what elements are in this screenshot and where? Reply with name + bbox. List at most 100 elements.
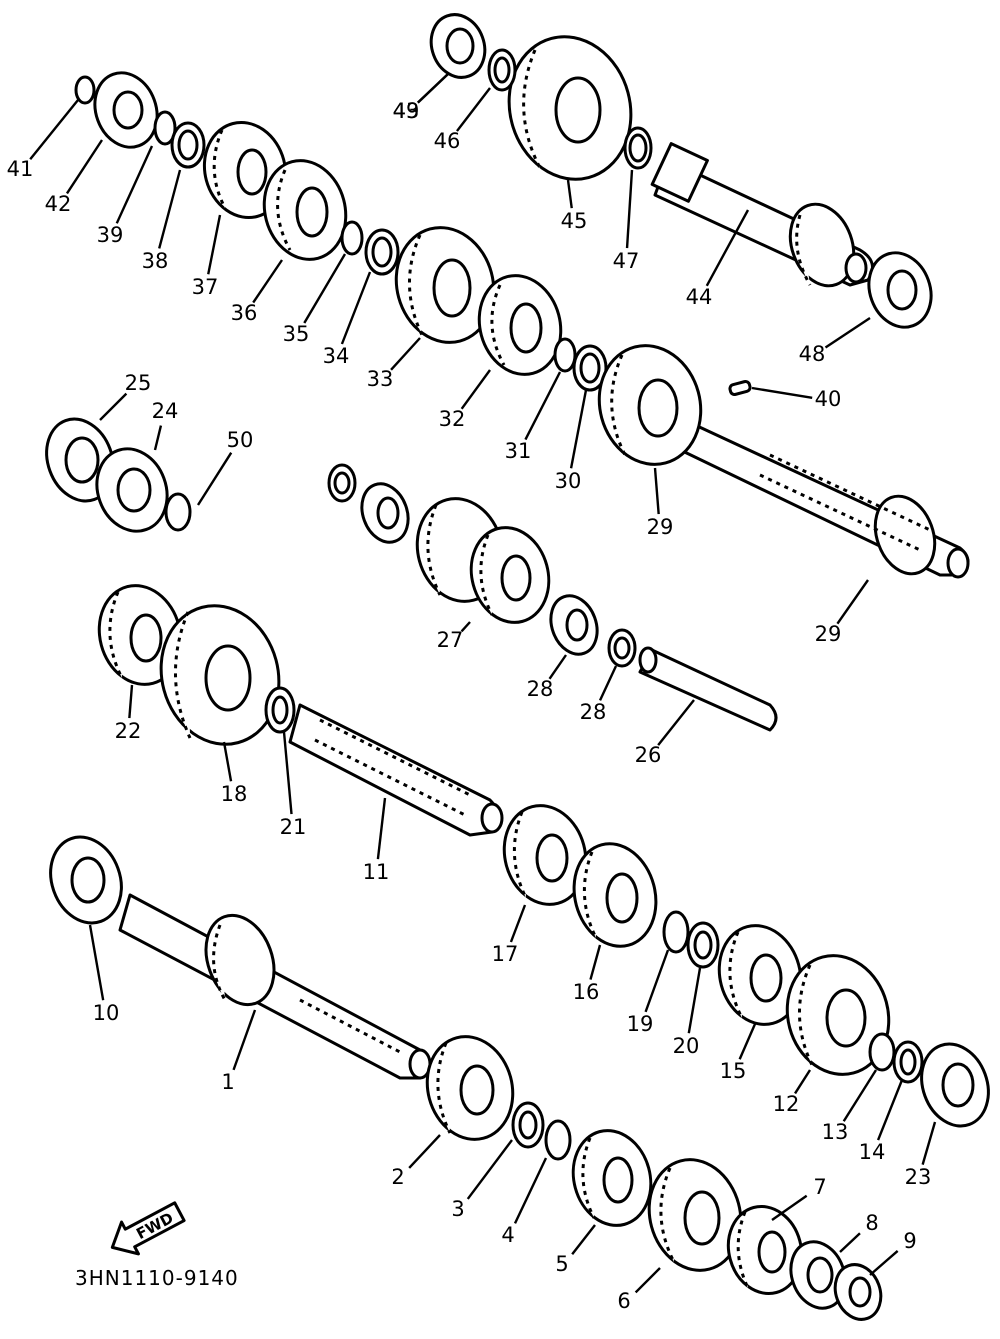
callout-28: 28: [527, 677, 554, 701]
part-gear-34: [477, 274, 563, 376]
part-bearing-50: [429, 13, 487, 79]
part-washer-47: [487, 48, 517, 92]
callout-45: 45: [561, 209, 588, 233]
callout-2: 2: [391, 1165, 404, 1189]
callout-29: 29: [647, 515, 674, 539]
callout-32: 32: [439, 407, 466, 431]
leader-line-50: [196, 452, 233, 506]
leader-line-27: [460, 621, 471, 633]
callout-10: 10: [93, 1001, 120, 1025]
callout-27: 27: [437, 628, 464, 652]
part-washer-20: [686, 921, 720, 969]
callout-1: 1: [221, 1070, 234, 1094]
callout-6: 6: [617, 1289, 630, 1313]
leader-line-30: [569, 389, 588, 469]
callout-15: 15: [720, 1059, 747, 1083]
leader-line-15: [738, 1023, 757, 1060]
leader-line-23: [921, 1121, 937, 1165]
callout-47: 47: [613, 249, 640, 273]
leader-line-35: [303, 253, 347, 324]
leader-line-12: [794, 1069, 812, 1095]
part-washer-3: [511, 1101, 545, 1149]
leader-line-3: [466, 1139, 513, 1200]
leader-line-26: [657, 699, 695, 746]
part-gear-12: [785, 954, 891, 1076]
leader-line-22: [128, 684, 134, 719]
part-shaft-11: [288, 703, 504, 837]
part-washer-14: [892, 1040, 924, 1084]
part-bearing-24: [95, 447, 169, 533]
leader-line-34: [340, 271, 372, 345]
leader-line-2: [408, 1134, 441, 1169]
part-gear-27: [415, 497, 551, 624]
part-gear-5: [571, 1129, 653, 1227]
callout-8: 8: [865, 1211, 878, 1235]
callout-39: 39: [97, 223, 124, 247]
callout-17: 17: [492, 942, 519, 966]
callout-44: 44: [686, 285, 713, 309]
callout-16: 16: [573, 980, 600, 1004]
callout-23: 23: [905, 1165, 932, 1189]
callout-36: 36: [231, 301, 258, 325]
part-washer-32: [572, 344, 608, 392]
part-circlip-43: [74, 75, 96, 105]
callout-37: 37: [192, 275, 219, 299]
leader-line-49: [417, 73, 449, 104]
leader-line-32: [460, 369, 491, 410]
callout-50: 50: [227, 428, 254, 452]
part-pin-42: [728, 379, 752, 397]
callout-31: 31: [505, 439, 532, 463]
part-gear-15: [717, 924, 803, 1026]
leader-line-33: [390, 337, 421, 371]
part-bearing-44: [93, 71, 159, 149]
part-bearing-28-upper: [360, 482, 410, 544]
part-circlip-41: [153, 110, 177, 146]
callout-4: 4: [501, 1223, 514, 1247]
leader-line-10: [88, 924, 105, 1001]
leader-line-13: [842, 1069, 878, 1122]
part-washer-21: [264, 686, 296, 734]
leader-line-38: [158, 169, 182, 249]
leader-line-25: [99, 392, 128, 421]
fwd-arrow-icon: FWD: [110, 1201, 186, 1256]
part-circlip-48: [623, 126, 653, 170]
callout-29: 29: [815, 622, 842, 646]
leader-line-29: [653, 467, 660, 515]
leader-line-5: [571, 1224, 596, 1255]
leader-line-41: [29, 99, 79, 160]
callout-46: 46: [434, 129, 461, 153]
part-circlip-4: [544, 1119, 572, 1161]
leader-line-16: [589, 944, 602, 980]
part-circlip-13-lower: [868, 1032, 896, 1072]
callout-7: 7: [813, 1175, 826, 1199]
part-bearing-28-lower: [549, 594, 599, 656]
leader-line-17: [509, 904, 527, 943]
leader-line-24: [153, 425, 163, 451]
callout-28: 28: [580, 700, 607, 724]
leader-line-31: [524, 371, 562, 441]
part-washer-29-lower: [607, 628, 637, 668]
part-shaft-30: [668, 416, 970, 579]
callout-35: 35: [283, 322, 310, 346]
callout-48: 48: [799, 342, 826, 366]
callout-21: 21: [280, 815, 307, 839]
leader-line-4: [513, 1157, 548, 1224]
callout-41: 41: [7, 157, 34, 181]
callout-9: 9: [903, 1229, 916, 1253]
leader-line-45: [566, 179, 573, 209]
callout-labels: 1234567891011121314151617181920212223242…: [7, 99, 932, 1313]
leader-line-48: [824, 316, 871, 349]
part-gear-35: [394, 226, 496, 344]
part-gear-7: [726, 1204, 804, 1296]
part-washer-29-upper: [327, 463, 357, 503]
leader-line-21: [282, 731, 293, 815]
leader-line-6: [634, 1267, 661, 1294]
leader-line-40: [751, 386, 813, 400]
callout-13: 13: [822, 1120, 849, 1144]
callout-40: 40: [815, 387, 842, 411]
part-washer-40: [170, 121, 206, 169]
part-shaft-1: [118, 893, 432, 1080]
callout-20: 20: [673, 1034, 700, 1058]
leader-line-20: [687, 967, 702, 1034]
part-gear-2: [425, 1035, 515, 1141]
